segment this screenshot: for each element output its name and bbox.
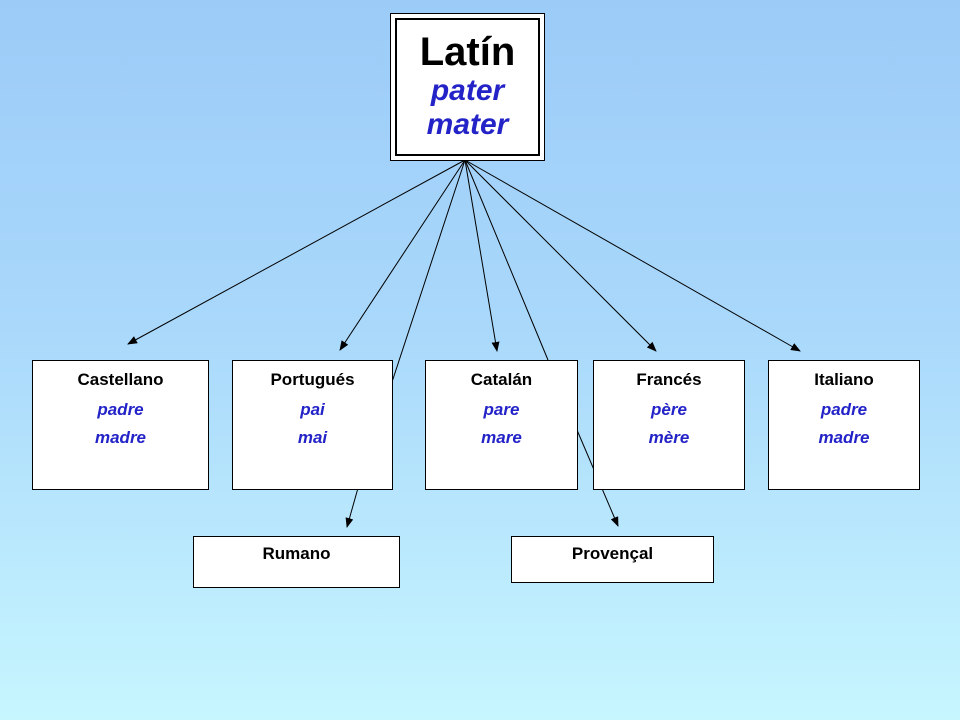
language-box-frances: Francés père mère [593, 360, 745, 490]
latin-root-inner-frame: Latín pater mater [395, 18, 540, 156]
arrow-to-castellano [127, 159, 466, 345]
language-word-mother: madre [818, 428, 870, 447]
language-word-mother: madre [94, 428, 147, 447]
root-word-mater: mater [426, 108, 509, 141]
language-name: Portugués [270, 370, 355, 389]
arrow-to-rumano [345, 487, 359, 528]
arrow-to-italiano [464, 159, 801, 352]
language-word-father: père [651, 400, 687, 419]
root-word-pater: pater [430, 74, 505, 107]
latin-root-box: Latín pater mater [390, 13, 545, 161]
language-word-father: pare [483, 400, 520, 419]
language-word-mother: mai [297, 428, 328, 447]
language-box-italiano: Italiano padre madre [768, 360, 920, 490]
language-box-castellano: Castellano padre madre [32, 360, 209, 490]
language-name: Catalán [470, 370, 533, 389]
language-word-mother: mare [481, 428, 522, 447]
arrow-to-catalan [464, 159, 500, 352]
language-box-rumano: Rumano [193, 536, 400, 588]
language-box-portugues: Portugués pai mai [232, 360, 393, 490]
language-name: Italiano [814, 370, 874, 389]
arrow-to-portugues [339, 159, 466, 351]
language-name: Provençal [571, 544, 654, 563]
line-to-provencal-upper [464, 159, 549, 361]
language-name: Rumano [262, 544, 331, 563]
root-title: Latín [419, 30, 516, 74]
language-box-catalan: Catalán pare mare [425, 360, 578, 490]
language-box-provencal: Provençal [511, 536, 714, 583]
language-name: Castellano [77, 370, 164, 389]
language-word-mother: mère [648, 428, 690, 447]
language-name: Francés [636, 370, 702, 389]
line-to-rumano-upper [391, 159, 466, 383]
arrow-to-frances [464, 159, 657, 352]
language-word-father: padre [97, 400, 144, 419]
language-word-father: padre [820, 400, 868, 419]
language-word-father: pai [300, 400, 325, 419]
